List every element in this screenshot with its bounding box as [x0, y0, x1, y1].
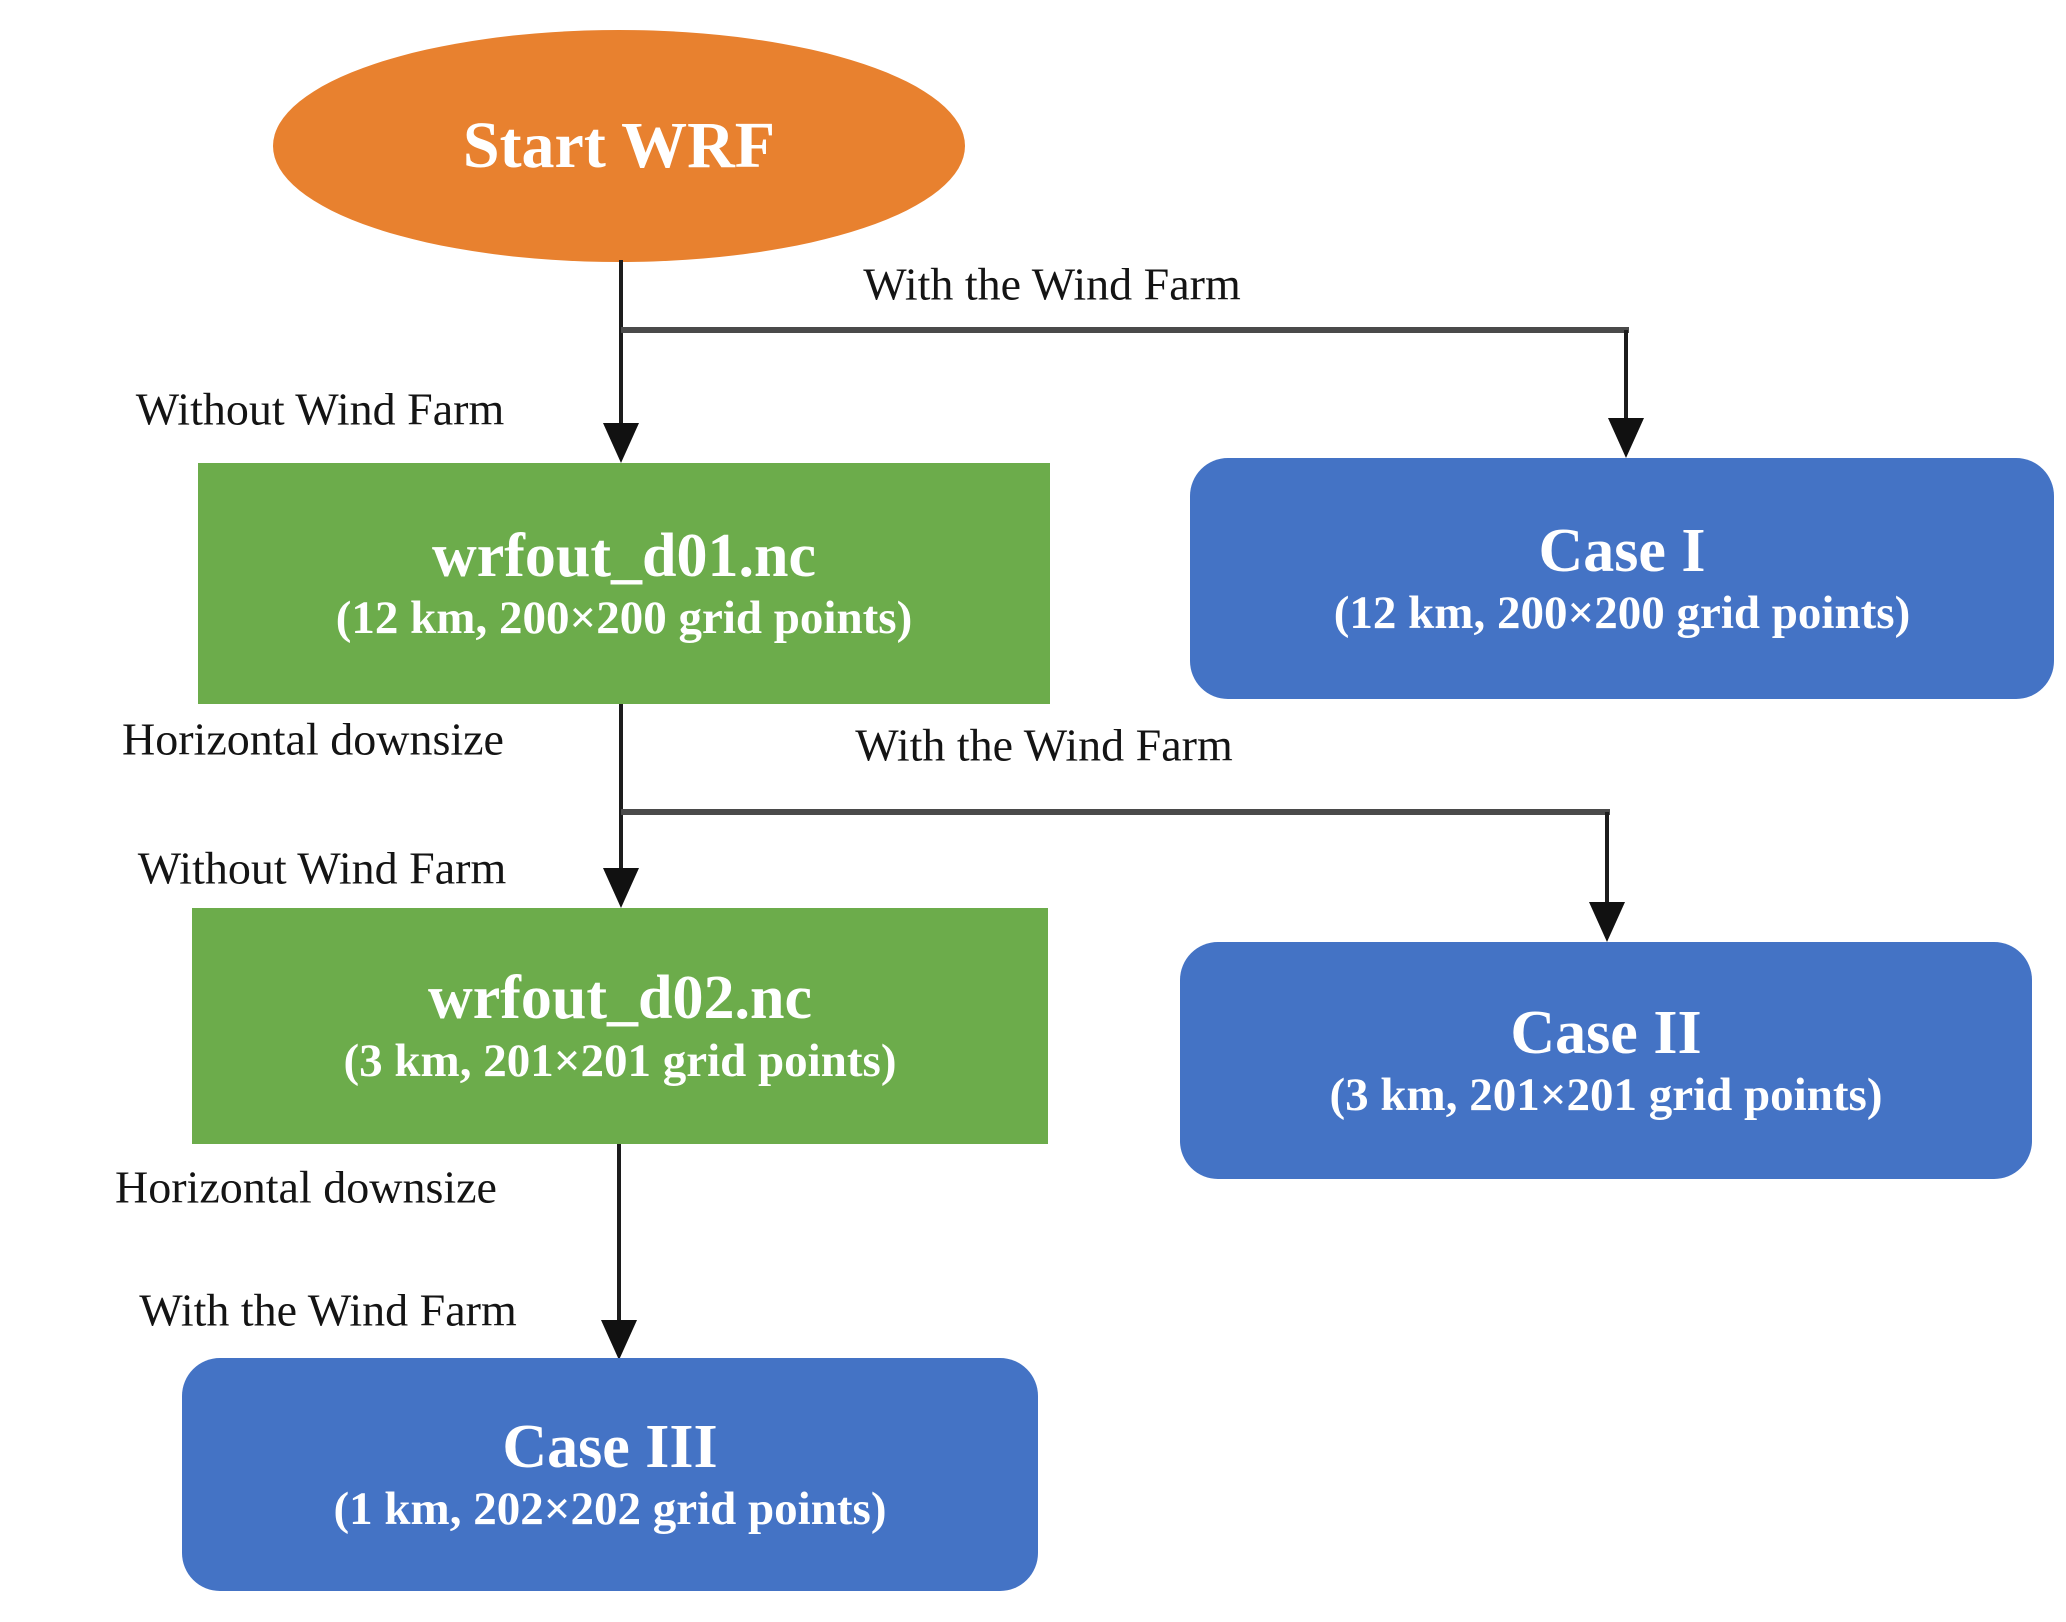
arrowhead-down-icon: [603, 423, 639, 463]
node-wrfout-d02-subtitle: (3 km, 201×201 grid points): [343, 1034, 897, 1087]
node-case-1-title: Case I: [1538, 516, 1706, 585]
edge-label-without-wind-farm-2: Without Wind Farm: [137, 842, 507, 894]
connector-start-to-d01: [619, 260, 623, 428]
edge-label-with-wind-farm-2: With the Wind Farm: [855, 719, 1233, 771]
node-case-2-title: Case II: [1510, 998, 1702, 1067]
connector-branch1-horizontal: [621, 327, 1629, 333]
node-case-2-subtitle: (3 km, 201×201 grid points): [1329, 1069, 1883, 1122]
arrowhead-down-icon: [1608, 418, 1644, 458]
edge-label-with-wind-farm-3: With the Wind Farm: [139, 1284, 517, 1336]
start-node-label: Start WRF: [462, 109, 776, 183]
start-node: Start WRF: [273, 30, 965, 262]
arrowhead-down-icon: [603, 868, 639, 908]
connector-d02-to-case3: [617, 1144, 621, 1324]
edge-label-horizontal-downsize-1: Horizontal downsize: [122, 713, 504, 765]
connector-d01-to-d02: [619, 704, 623, 870]
node-wrfout-d02: wrfout_d02.nc (3 km, 201×201 grid points…: [192, 908, 1048, 1144]
node-wrfout-d01-title: wrfout_d01.nc: [431, 521, 817, 590]
node-wrfout-d02-title: wrfout_d02.nc: [427, 964, 813, 1033]
node-wrfout-d01-subtitle: (12 km, 200×200 grid points): [335, 592, 913, 645]
arrowhead-down-icon: [601, 1320, 637, 1360]
node-case-1-subtitle: (12 km, 200×200 grid points): [1333, 587, 1911, 640]
node-case-3: Case III (1 km, 202×202 grid points): [182, 1358, 1038, 1591]
arrowhead-down-icon: [1589, 902, 1625, 942]
node-case-3-title: Case III: [502, 1412, 718, 1481]
edge-label-without-wind-farm-1: Without Wind Farm: [135, 383, 505, 435]
edge-label-horizontal-downsize-2: Horizontal downsize: [115, 1161, 497, 1213]
edge-label-with-wind-farm-1: With the Wind Farm: [863, 258, 1241, 310]
connector-branch2-horizontal: [621, 809, 1610, 815]
node-case-2: Case II (3 km, 201×201 grid points): [1180, 942, 2032, 1179]
connector-branch1-to-case1: [1624, 330, 1628, 422]
node-wrfout-d01: wrfout_d01.nc (12 km, 200×200 grid point…: [198, 463, 1050, 704]
node-case-3-subtitle: (1 km, 202×202 grid points): [333, 1483, 887, 1536]
node-case-1: Case I (12 km, 200×200 grid points): [1190, 458, 2054, 699]
connector-branch2-to-case2: [1605, 812, 1609, 904]
